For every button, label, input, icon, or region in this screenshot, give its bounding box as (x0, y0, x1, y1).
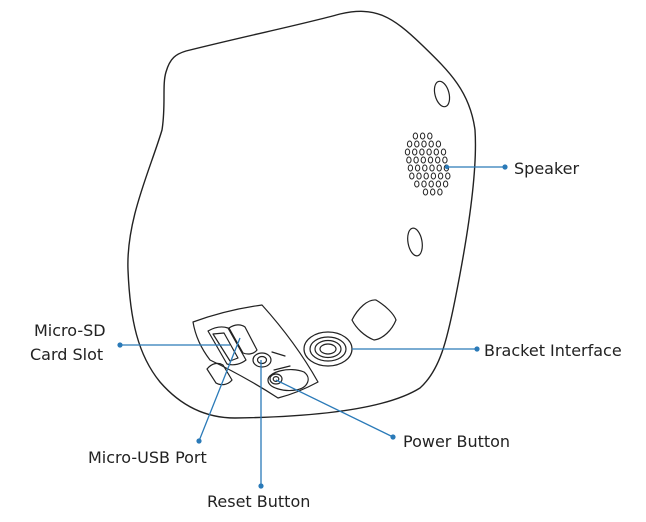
label-bracket-interface: Bracket Interface (484, 341, 622, 360)
speaker-hole (445, 172, 451, 180)
speaker-hole (414, 140, 420, 148)
port-panel (192, 304, 319, 399)
camera-body (127, 10, 477, 419)
label-micro-usb: Micro-USB Port (88, 448, 207, 467)
leader-reset-dot (258, 483, 264, 489)
label-micro-sd-line1: Micro-SD (34, 321, 106, 340)
reset-button-part (252, 351, 291, 371)
speaker-hole (420, 156, 426, 164)
speaker-grille (404, 132, 451, 196)
label-speaker: Speaker (514, 159, 580, 178)
leader-power-dot (390, 434, 396, 440)
speaker-hole (416, 172, 422, 180)
lower-screw-hole (407, 227, 423, 257)
leader-lines (117, 164, 508, 489)
speaker-hole (437, 172, 444, 180)
speaker-hole (427, 132, 433, 140)
micro-sd-slot (207, 326, 247, 366)
leader-micro-sd-dot (117, 342, 123, 348)
speaker-hole (422, 164, 428, 172)
speaker-hole (429, 164, 435, 172)
speaker-hole (404, 148, 411, 156)
speaker-hole (407, 164, 414, 172)
leader-micro-usb (198, 337, 241, 442)
speaker-hole (437, 188, 443, 196)
speaker-hole (428, 180, 434, 188)
speaker-hole (422, 188, 429, 196)
speaker-hole (413, 156, 419, 164)
speaker-hole (419, 148, 425, 156)
leader-power (275, 379, 394, 438)
speaker-hole (435, 180, 442, 188)
speaker-hole (430, 188, 436, 196)
speaker-hole (428, 140, 434, 148)
speaker-hole (409, 172, 415, 180)
speaker-hole (423, 172, 429, 180)
speaker-hole (406, 156, 412, 164)
speaker-hole (421, 180, 427, 188)
leader-speaker-dot (502, 164, 508, 170)
sd-slot-tab (206, 362, 233, 386)
speaker-hole (421, 140, 427, 148)
speaker-hole (414, 164, 421, 172)
speaker-hole (442, 156, 448, 164)
label-reset-button: Reset Button (207, 492, 310, 511)
speaker-hole (419, 132, 426, 140)
power-button-part (267, 368, 309, 392)
speaker-hole (414, 180, 420, 188)
leader-speaker-start-dot (444, 164, 450, 170)
leader-micro-usb-dot (196, 438, 202, 444)
speaker-hole (426, 148, 432, 156)
upper-screw-hole (433, 80, 451, 108)
micro-usb-port (228, 324, 258, 355)
speaker-hole (412, 148, 418, 156)
speaker-hole (436, 164, 442, 172)
speaker-hole (435, 156, 441, 164)
bracket-latch (351, 299, 397, 341)
speaker-hole (435, 140, 442, 148)
speaker-hole (433, 148, 439, 156)
speaker-hole (440, 148, 447, 156)
speaker-hole (427, 156, 434, 164)
speaker-hole (406, 140, 413, 148)
label-micro-sd-line2: Card Slot (30, 345, 103, 364)
label-power-button: Power Button (403, 432, 510, 451)
speaker-hole (412, 132, 419, 140)
speaker-hole (430, 172, 437, 180)
leader-bracket-dot (474, 346, 480, 352)
speaker-hole (442, 180, 449, 188)
